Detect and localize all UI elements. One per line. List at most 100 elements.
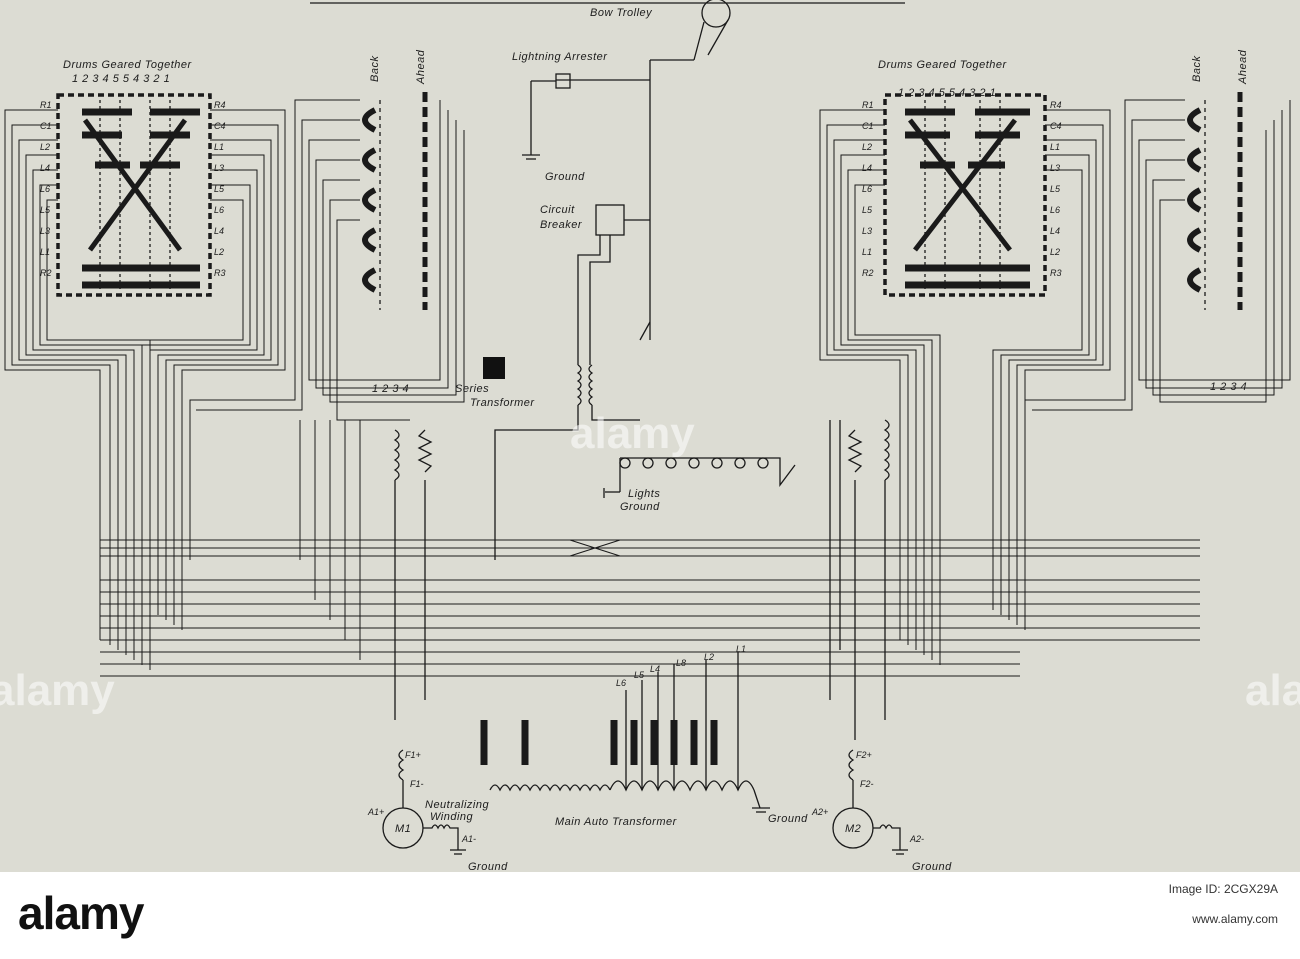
- circuit-breaker-box: [595, 204, 625, 236]
- diagram-plate: Bow Trolley Lightning Arrester Ground Ci…: [0, 0, 1300, 872]
- label-neutralizing: Neutralizing: [425, 799, 489, 811]
- label-bow-trolley: Bow Trolley: [590, 7, 653, 19]
- lightning-arrester-box: [555, 73, 571, 89]
- label-a2plus: A2+: [811, 807, 828, 817]
- label-main-auto-transformer: Main Auto Transformer: [555, 816, 678, 828]
- transformer-tap-label: L4: [650, 664, 660, 674]
- m2-field-coils: [829, 419, 890, 740]
- label-f1minus: F1-: [410, 779, 424, 789]
- wiring-diagram: Bow Trolley Lightning Arrester Ground Ci…: [0, 0, 1300, 872]
- label-drum-numbers-right: 1 2 3 4 5 5 4 3 2 1: [898, 87, 996, 99]
- right-drum-tag: R1: [862, 100, 874, 110]
- site-url: www.alamy.com: [1192, 912, 1278, 926]
- svg-text:alamy: alamy: [0, 666, 115, 715]
- left-drum-tag: L5: [40, 205, 51, 215]
- right-reverser: [1187, 92, 1243, 310]
- left-drum-tag: R2: [40, 268, 52, 278]
- right-drum-tag-right: C4: [1050, 121, 1062, 131]
- label-lightning-arrester: Lightning Arrester: [512, 51, 608, 63]
- right-drum-tag-right: R3: [1050, 268, 1062, 278]
- left-drum-tag-right: L3: [214, 163, 224, 173]
- right-drum-tag: L4: [862, 163, 872, 173]
- left-reverser-wiring: [189, 99, 465, 660]
- left-drum-tag-right: L5: [214, 184, 225, 194]
- right-reverser-wiring: [1025, 99, 1291, 411]
- right-drum-tag: C1: [862, 121, 874, 131]
- left-drum-controller: [56, 93, 212, 297]
- left-drum-tag: R1: [40, 100, 52, 110]
- footer-bar: alamy Image ID: 2CGX29A www.alamy.com: [0, 872, 1300, 959]
- label-drums-right: Drums Geared Together: [878, 59, 1008, 71]
- label-f2minus: F2-: [860, 779, 874, 789]
- label-reverser-numbers-right: 1 2 3 4: [1210, 381, 1247, 393]
- right-drum-tag-right: L2: [1050, 247, 1060, 257]
- label-m1-ground: Ground: [468, 861, 508, 872]
- label-drums-left: Drums Geared Together: [63, 59, 193, 71]
- ground-top-icon: [522, 154, 540, 160]
- transformer-tap-label: L5: [634, 670, 645, 680]
- label-lights: Lights: [628, 488, 660, 500]
- right-drum-tag: L5: [862, 205, 873, 215]
- right-drum-tag-right: L1: [1050, 142, 1060, 152]
- left-drum-tag: C1: [40, 121, 52, 131]
- right-drum-wiring: [819, 109, 1111, 665]
- right-drum-tag-right: L4: [1050, 226, 1060, 236]
- label-lights-ground: Ground: [620, 501, 660, 513]
- transformer-tap-label: L1: [736, 644, 746, 654]
- transformer-tap-label: L2: [704, 652, 714, 662]
- label-transformer: Transformer: [470, 397, 535, 409]
- right-drum-tag-right: L6: [1050, 205, 1060, 215]
- label-m2: M2: [845, 823, 861, 835]
- bow-trolley-icon: [650, 0, 731, 61]
- label-a1minus: A1-: [461, 834, 476, 844]
- right-drum-tag: L3: [862, 226, 872, 236]
- alamy-logo: alamy: [18, 887, 144, 939]
- right-drum-controller: [883, 93, 1047, 297]
- label-circuit: Circuit: [540, 204, 575, 216]
- motor-m1: [382, 749, 466, 855]
- transformer-tap-label: L8: [676, 658, 686, 668]
- label-ground-top: Ground: [545, 171, 585, 183]
- label-f2plus: F2+: [856, 750, 872, 760]
- left-drum-tag-right: R4: [214, 100, 226, 110]
- label-ahead-left: Ahead: [415, 49, 427, 85]
- transformer-tap-label: L6: [616, 678, 626, 688]
- left-drum-tag: L3: [40, 226, 50, 236]
- left-drum-tag: L6: [40, 184, 50, 194]
- svg-text:alamy: alamy: [570, 409, 695, 458]
- motor-m2: [832, 749, 908, 855]
- right-drum-tag: R2: [862, 268, 874, 278]
- svg-text:alamy: alamy: [1245, 666, 1300, 715]
- label-f1plus: F1+: [405, 750, 421, 760]
- left-drum-wiring: [4, 109, 286, 670]
- label-m1: M1: [395, 823, 411, 835]
- right-drum-tag-right: R4: [1050, 100, 1062, 110]
- left-drum-tag-right: L2: [214, 247, 224, 257]
- series-transformer-block: [483, 357, 505, 379]
- left-drum-tag-right: L4: [214, 226, 224, 236]
- left-drum-tag: L2: [40, 142, 50, 152]
- image-id: Image ID: 2CGX29A: [1168, 882, 1278, 896]
- right-drum-tag: L2: [862, 142, 872, 152]
- label-breaker: Breaker: [540, 219, 583, 231]
- left-drum-tag-right: R3: [214, 268, 226, 278]
- left-drum-tag: L4: [40, 163, 50, 173]
- left-drum-tag-right: C4: [214, 121, 226, 131]
- left-drum-tag-right: L6: [214, 205, 224, 215]
- label-reverser-numbers-left: 1 2 3 4: [372, 383, 409, 395]
- label-winding: Winding: [430, 811, 474, 823]
- label-series: Series: [455, 383, 489, 395]
- label-auto-ground: Ground: [768, 813, 808, 825]
- left-drum-tag-right: L1: [214, 142, 224, 152]
- label-a1plus: A1+: [367, 807, 384, 817]
- main-auto-transformer: [480, 652, 770, 813]
- left-drum-tag: L1: [40, 247, 50, 257]
- left-reverser: [362, 92, 428, 310]
- label-drum-numbers-left: 1 2 3 4 5 5 4 3 2 1: [72, 73, 170, 85]
- right-drum-tag-right: L3: [1050, 163, 1060, 173]
- label-a2minus: A2-: [909, 834, 924, 844]
- label-m2-ground: Ground: [912, 861, 952, 872]
- label-back-right: Back: [1191, 56, 1203, 82]
- main-bus: [100, 539, 1200, 677]
- right-drum-tag-right: L5: [1050, 184, 1061, 194]
